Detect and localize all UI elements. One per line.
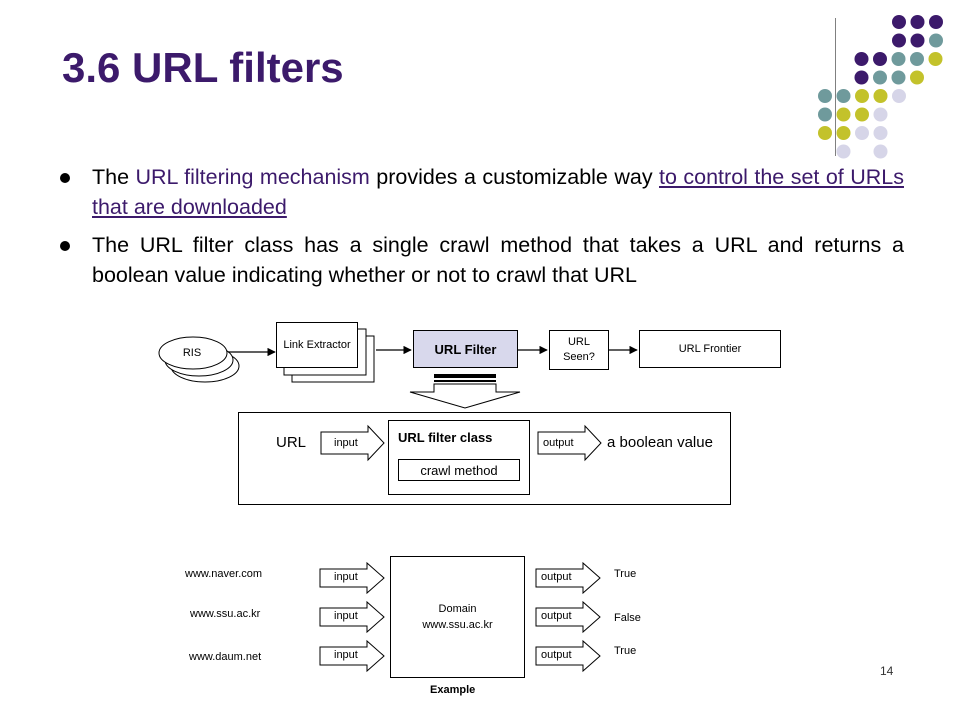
- example-output-label: output: [541, 610, 572, 622]
- page-number: 14: [880, 664, 894, 678]
- example-caption: Example: [430, 684, 476, 696]
- url-seen-label: URL Seen?: [563, 336, 595, 363]
- filter-class-frame: [238, 412, 731, 505]
- example-input-label: input: [334, 610, 358, 622]
- slide-title: 3.6 URL filters: [62, 44, 344, 91]
- boolean-value-label: a boolean value: [607, 434, 713, 451]
- example-output-label: output: [541, 649, 572, 661]
- bullet-1-highlight: URL filtering mechanism: [135, 165, 370, 189]
- bullet-list: The URL filtering mechanism provides a c…: [58, 162, 904, 298]
- url-input-label: URL: [276, 434, 307, 451]
- example-result-label: False: [614, 612, 641, 624]
- zoom-down-arrow: [409, 383, 521, 409]
- url-frontier-box: URL Frontier: [639, 330, 781, 368]
- crawl-method-box: crawl method: [398, 459, 520, 481]
- url-seen-box: URL Seen?: [549, 330, 609, 370]
- bullet-1-text-b: provides a customizable way: [369, 165, 660, 189]
- input-arrow-label: input: [334, 437, 358, 449]
- domain-box: Domain www.ssu.ac.kr: [390, 556, 525, 678]
- ris-disk-front: [158, 336, 228, 370]
- bullet-1-link[interactable]: to control the set of URLs that are down…: [92, 165, 904, 219]
- example-url-label: www.daum.net: [189, 651, 262, 663]
- url-filter-label: URL Filter: [434, 341, 497, 357]
- bullet-item-1: The URL filtering mechanism provides a c…: [58, 162, 904, 222]
- url-filter-class-title: URL filter class: [398, 430, 493, 445]
- example-output-arrow: [535, 600, 601, 634]
- example-input-arrow: [319, 561, 385, 595]
- url-filter-class-box: [388, 420, 530, 495]
- ris-label: RIS: [182, 347, 202, 359]
- domain-title: Domain: [438, 603, 477, 615]
- bullet-2-text: The URL filter class has a single crawl …: [92, 233, 904, 287]
- example-input-arrow: [319, 600, 385, 634]
- title-divider-line: [835, 18, 836, 156]
- example-url-label: www.naver.com: [185, 568, 263, 580]
- crawl-method-label: crawl method: [420, 462, 498, 478]
- domain-value: www.ssu.ac.kr: [422, 619, 493, 631]
- url-filter-box: URL Filter: [413, 330, 518, 368]
- zoom-bar-2: [434, 380, 496, 382]
- example-input-label: input: [334, 571, 358, 583]
- bullet-item-2: The URL filter class has a single crawl …: [58, 230, 904, 290]
- link-extractor-label: Link Extractor: [283, 338, 351, 351]
- input-arrow-shape: [320, 424, 385, 462]
- ris-label-box: RIS: [172, 344, 212, 362]
- bullet-1-text-a: The: [92, 165, 136, 189]
- example-url-label: www.ssu.ac.kr: [190, 608, 261, 620]
- example-output-label: output: [541, 571, 572, 583]
- example-input-label: input: [334, 649, 358, 661]
- url-frontier-label: URL Frontier: [678, 343, 742, 355]
- example-result-label: True: [614, 645, 637, 657]
- example-output-arrow: [535, 639, 601, 673]
- output-arrow-shape: [537, 424, 602, 462]
- example-output-arrow: [535, 561, 601, 595]
- example-input-arrow: [319, 639, 385, 673]
- link-extractor-box: Link Extractor: [276, 322, 358, 368]
- example-result-label: True: [614, 568, 637, 580]
- zoom-bar-1: [434, 374, 496, 378]
- output-arrow-label: output: [543, 437, 574, 449]
